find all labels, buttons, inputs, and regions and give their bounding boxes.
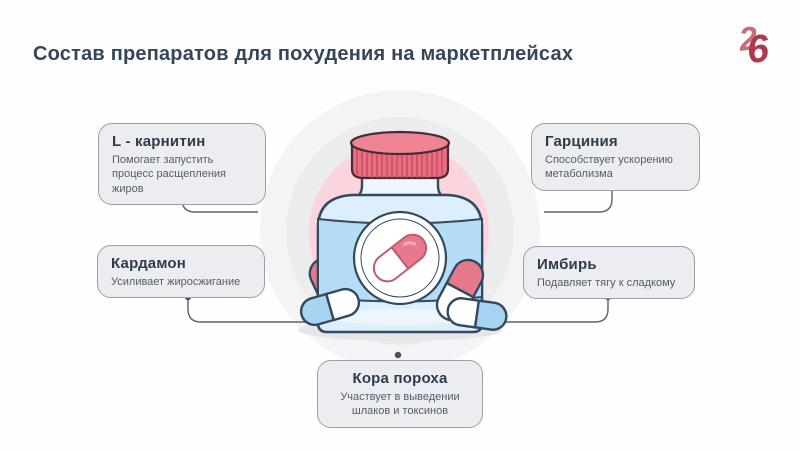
capsule-front-left [299,287,361,327]
callout-title: Кардамон [111,255,187,272]
bottle-cap [349,130,451,180]
callout-description: Участвует в выведении шлаков и токсинов [340,391,460,418]
label-capsule-icon [372,233,428,283]
page-title: Состав препаратов для похудения на марке… [33,43,574,66]
callout-title: Имбирь [537,256,597,273]
callout-description: Способствует ускорению метаболизма [545,154,673,181]
callout-description: Подавляет тягу к сладкому [537,277,676,289]
callout-cardamom: Кардамон Усиливает жиросжигание [97,245,265,299]
callout-title: Кора пороха [352,370,448,387]
callout-description: Усиливает жиросжигание [111,276,241,288]
callout-title: Гарциния [545,133,618,150]
callout-l-carnitine: L - карнитин Помогает запустить процесс … [98,123,266,205]
label-circle-inner [360,218,440,298]
bottle-bottom-highlight [330,309,470,325]
capsule-front-right [446,297,508,331]
callout-description: Помогает запустить процесс расщепления ж… [112,154,226,195]
callout-title: L - карнитин [112,133,206,150]
callout-ginger: Имбирь Подавляет тягу к сладкому [523,246,695,300]
callout-garcinia: Гарциния Способствует ускорению метаболи… [531,123,700,191]
callout-gunpowder-bark: Кора пороха Участвует в выведении шлаков… [317,360,483,428]
